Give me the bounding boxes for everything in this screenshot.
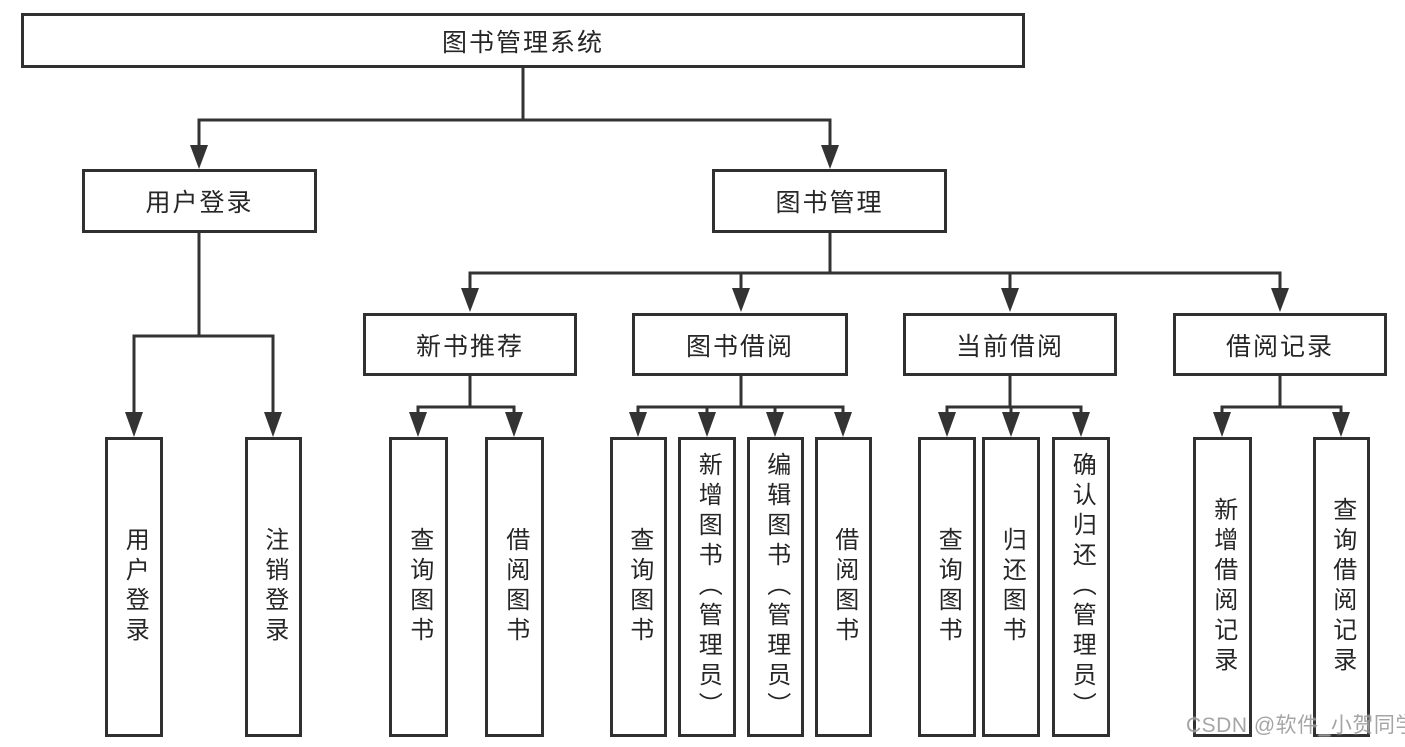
node-label: 新增借阅记录 (1209, 497, 1237, 677)
node-label: 编辑图书（管理员） (762, 452, 790, 722)
node-label: 用户登录 (121, 527, 149, 647)
node-new-book-recommendation: 新书推荐 (363, 313, 577, 376)
node-label: 图书借阅 (685, 332, 794, 361)
node-leaf-add-borrow-record: 新增借阅记录 (1193, 437, 1252, 737)
node-book-management: 图书管理 (712, 169, 947, 233)
node-label: 用户登录 (145, 189, 254, 217)
node-library-management-system: 图书管理系统 (21, 13, 1025, 68)
node-borrowing-records: 借阅记录 (1173, 313, 1387, 376)
watermark: CSDN @软件_小贺同学 (1186, 714, 1405, 737)
node-label: 图书管理系统 (441, 28, 604, 57)
node-label: 查询图书 (625, 527, 653, 647)
node-label: 图书管理 (775, 189, 884, 217)
node-leaf-edit-books-admin: 编辑图书（管理员） (747, 437, 804, 737)
node-label: 查询借阅记录 (1328, 497, 1356, 677)
node-label: 新增图书（管理员） (694, 452, 722, 722)
node-leaf-query-borrow-record: 查询借阅记录 (1313, 437, 1370, 737)
node-leaf-query-books-recommend: 查询图书 (389, 437, 448, 737)
node-current-borrowing: 当前借阅 (903, 313, 1117, 376)
node-label: 借阅记录 (1225, 332, 1334, 361)
node-leaf-borrow-books-recommend: 借阅图书 (485, 437, 544, 737)
node-label: 查询图书 (934, 527, 962, 647)
node-label: 当前借阅 (955, 332, 1064, 361)
node-label: 确认归还（管理员） (1068, 452, 1096, 722)
node-label: 新书推荐 (415, 332, 524, 361)
node-label: 注销登录 (260, 527, 288, 647)
node-user-login: 用户登录 (82, 169, 317, 233)
node-book-borrowing: 图书借阅 (632, 313, 848, 376)
node-label: 查询图书 (405, 527, 433, 647)
node-label: 归还图书 (998, 527, 1026, 647)
node-leaf-logout: 注销登录 (245, 437, 302, 737)
node-leaf-borrow-books-borrowing: 借阅图书 (815, 437, 872, 737)
node-leaf-user-login: 用户登录 (105, 437, 163, 737)
node-leaf-add-books-admin: 新增图书（管理员） (678, 437, 736, 737)
node-label: 借阅图书 (501, 527, 529, 647)
node-leaf-return-books: 归还图书 (982, 437, 1040, 737)
node-label: 借阅图书 (830, 527, 858, 647)
node-leaf-confirm-return-admin: 确认归还（管理员） (1052, 437, 1110, 737)
node-leaf-query-books-borrowing: 查询图书 (610, 437, 667, 737)
node-leaf-query-books-current: 查询图书 (918, 437, 976, 737)
